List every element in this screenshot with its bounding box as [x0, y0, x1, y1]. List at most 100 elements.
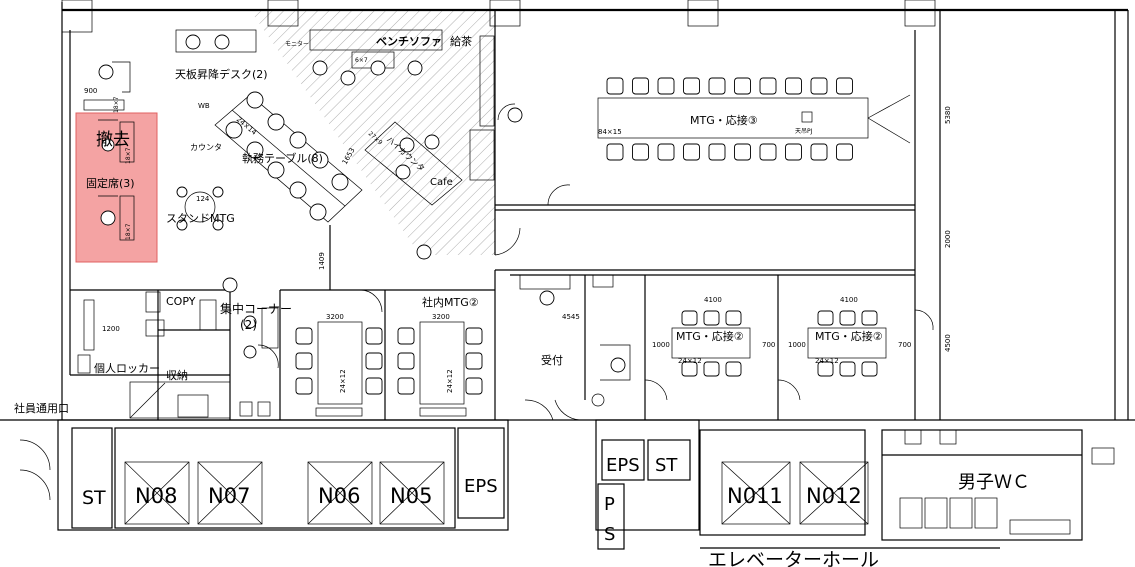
- mtg-3-chairs: [606, 77, 853, 161]
- ps-p-label: P: [604, 494, 615, 515]
- chair-icon: [309, 203, 327, 221]
- chair-icon: [365, 327, 383, 345]
- elevator-shafts: [124, 461, 869, 525]
- internal-mtg-chairs: [295, 327, 483, 395]
- focus-corner-count: (2): [240, 318, 257, 332]
- storage-label: 収納: [166, 369, 188, 382]
- elevator-label: N08: [135, 484, 177, 508]
- fixed-desks: [98, 61, 135, 241]
- eps-center-label: EPS: [606, 455, 640, 476]
- chair-icon: [836, 77, 853, 95]
- chair-icon: [267, 113, 285, 131]
- dimension: 24×12: [678, 357, 702, 365]
- chair-icon: [785, 143, 802, 161]
- chair-icon: [683, 143, 700, 161]
- chair-icon: [295, 327, 313, 345]
- monitor-label: モニター: [285, 40, 309, 48]
- dimension: 18×7: [113, 96, 120, 113]
- dimension: 700: [762, 341, 775, 349]
- chair-icon: [785, 77, 802, 95]
- chair-icon: [214, 34, 230, 50]
- chair-icon: [465, 352, 483, 370]
- chair-icon: [407, 60, 423, 76]
- chair-icon: [397, 352, 415, 370]
- chair-icon: [295, 377, 313, 395]
- chair-icon: [424, 134, 440, 150]
- removed-area-highlight[interactable]: [75, 112, 158, 263]
- cafe-counter: [364, 121, 463, 206]
- dimension: 1409: [318, 252, 326, 270]
- dimension: 4545: [562, 313, 580, 321]
- chair-icon: [657, 77, 675, 95]
- chair-icon: [185, 34, 201, 50]
- dimension: 4100: [704, 296, 722, 304]
- chair-icon: [734, 143, 751, 161]
- dimension: 700: [898, 341, 911, 349]
- top-furniture: [83, 29, 495, 181]
- reception-counter: [416, 244, 631, 407]
- chair-icon: [839, 310, 856, 326]
- chair-icon: [759, 143, 777, 161]
- chair-icon: [340, 70, 356, 86]
- chair-icon: [703, 310, 720, 326]
- doors: [19, 103, 934, 501]
- elevator-label: N07: [208, 484, 250, 508]
- elevator-label: N05: [390, 484, 432, 508]
- elevator-labels: N08 N07 N06 N05 N011 N012: [135, 484, 862, 508]
- office-table-label: 執務テーブル(8): [242, 151, 323, 165]
- dimension: 4100: [840, 296, 858, 304]
- chair-icon: [312, 60, 328, 76]
- room-labels: 撤去 固定席(3) 天板昇降デスク(2) ベンチソファ 給茶 執務テーブル(8)…: [14, 34, 1030, 567]
- dimension: 3200: [326, 313, 344, 321]
- lockers-storage: [77, 291, 279, 419]
- pantry-hatched-floor: [250, 10, 495, 255]
- fixed-seats-label: 固定席(3): [86, 176, 135, 190]
- elevator-label: N06: [318, 484, 360, 508]
- mtg-2-tables: [671, 327, 887, 359]
- chair-icon: [681, 310, 698, 326]
- mtg-2-chairs: [681, 310, 878, 377]
- chair-icon: [465, 377, 483, 395]
- dimension: 18×7: [125, 223, 132, 240]
- focus-corner-label: 集中コーナー: [220, 301, 292, 316]
- chair-icon: [632, 77, 649, 95]
- chair-icon: [395, 164, 411, 180]
- chair-icon: [708, 77, 726, 95]
- chair-icon: [246, 141, 264, 159]
- chair-icon: [817, 361, 834, 377]
- chair-icon: [759, 77, 777, 95]
- chair-icon: [632, 143, 649, 161]
- elevator-hall-label: エレベーターホール: [708, 549, 879, 567]
- lockers-label: 個人ロッカー: [94, 362, 160, 375]
- dimension: 24×12: [446, 369, 454, 393]
- chair-icon: [507, 107, 523, 123]
- outer-walls: [0, 0, 1135, 421]
- chair-icon: [817, 310, 834, 326]
- chair-icon: [289, 181, 307, 199]
- dimension: 3200: [432, 313, 450, 321]
- standing-mtg-table: [176, 186, 224, 231]
- dimension: 84×15: [598, 128, 622, 136]
- employee-entrance-label: 社員通用口: [14, 401, 69, 415]
- dimension: 900: [84, 87, 97, 95]
- chair-icon: [708, 143, 726, 161]
- cafe-label: Cafe: [430, 177, 453, 188]
- standing-mtg-label: スタンドMTG: [166, 212, 235, 225]
- adjustable-desk-label: 天板昇降デスク(2): [175, 67, 268, 81]
- chair-icon: [725, 310, 742, 326]
- dimension: 18×7: [125, 147, 132, 164]
- chair-icon: [267, 161, 285, 179]
- chair-icon: [681, 361, 698, 377]
- dimension: 1000: [788, 341, 806, 349]
- mens-wc-label: 男子ＷＣ: [958, 472, 1030, 493]
- chair-icon: [725, 361, 742, 377]
- dimension: 5380: [944, 106, 952, 124]
- dimension: 24×12: [339, 369, 347, 393]
- chair-icon: [606, 77, 624, 95]
- chair-icon: [370, 60, 386, 76]
- removed-label: 撤去: [96, 130, 130, 150]
- core-block: [57, 419, 1083, 550]
- chair-icon: [683, 77, 700, 95]
- chair-icon: [810, 143, 828, 161]
- ps-s-label: S: [604, 524, 615, 545]
